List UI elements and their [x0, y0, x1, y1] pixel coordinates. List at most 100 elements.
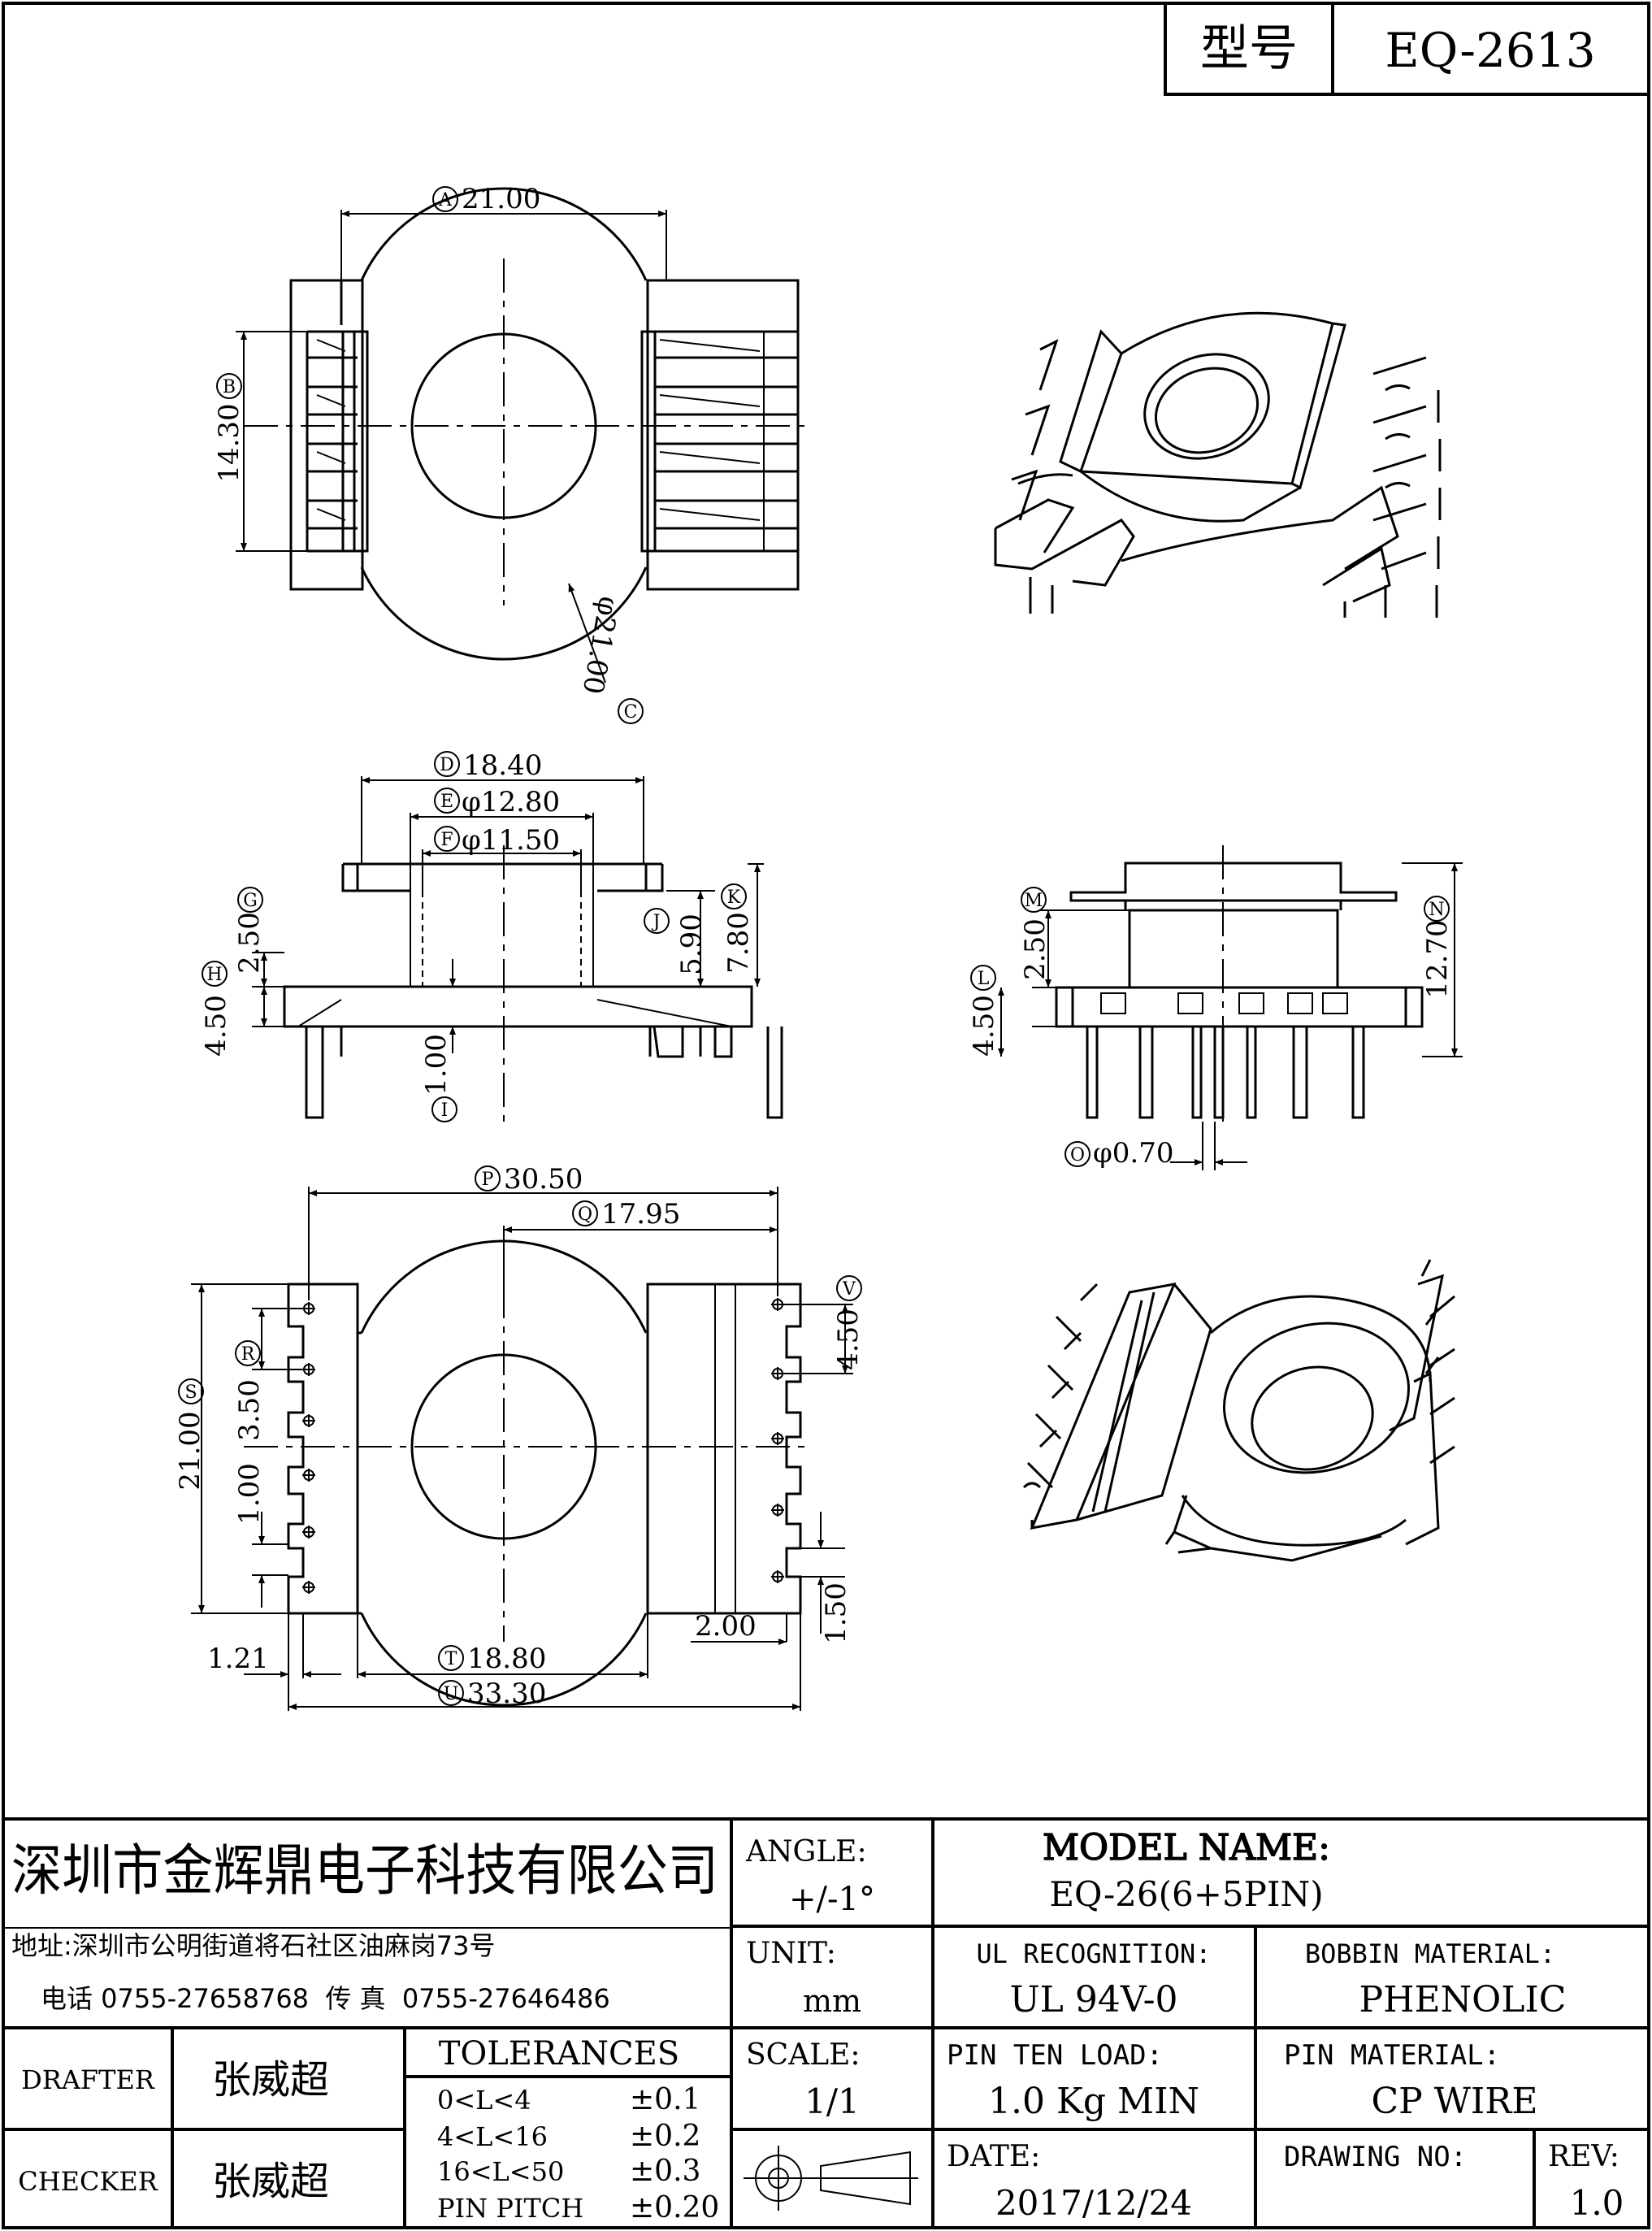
svg-text:N: N	[1429, 900, 1444, 920]
tolerances-title: TOLERANCES	[439, 2035, 679, 2073]
svg-text:30.50: 30.50	[504, 1163, 583, 1196]
svg-text:L: L	[978, 969, 990, 989]
dim-K: K 7.80	[721, 883, 755, 974]
dim-V: V 4.50	[832, 1275, 865, 1370]
model-number: EQ-2613	[1385, 23, 1595, 78]
dim-extra-2-00: 2.00	[695, 1610, 757, 1643]
unit-label: UNIT:	[746, 1937, 836, 1970]
rev-value: 1.0	[1570, 2183, 1624, 2223]
tolerance-range: 16<L<50	[437, 2156, 564, 2187]
svg-text:3.50: 3.50	[233, 1379, 266, 1441]
company-phone: 电话 0755-27658768 传 真 0755-27646486	[41, 1983, 610, 2014]
bottom-view	[244, 1239, 813, 1707]
svg-text:12.70: 12.70	[1421, 919, 1454, 998]
svg-text:2.00: 2.00	[695, 1610, 757, 1643]
svg-text:1.50: 1.50	[820, 1582, 852, 1644]
svg-text:Q: Q	[578, 1204, 592, 1225]
dim-P: P 30.50	[475, 1163, 583, 1196]
dim-C: φ21.00 C	[576, 594, 644, 724]
pin-load-label: PIN TEN LOAD:	[947, 2039, 1163, 2072]
dim-F: F φ11.50	[434, 824, 560, 857]
svg-text:21.00: 21.00	[462, 183, 540, 215]
svg-text:18.80: 18.80	[467, 1643, 546, 1675]
tolerance-range: PIN PITCH	[437, 2193, 583, 2224]
svg-text:R: R	[241, 1344, 256, 1365]
title-block-lines	[3, 1817, 1649, 2228]
dim-I: 1.00 I	[420, 1034, 457, 1122]
svg-text:4.50: 4.50	[968, 995, 1000, 1057]
angle-value: +/-1°	[789, 1881, 875, 1918]
ul-value: UL 94V-0	[1010, 1979, 1178, 2020]
dim-extra-1-00: 1.00	[233, 1463, 266, 1525]
tolerance-rows: 0<L<4 ±0.1 4<L<16 ±0.2 16<L<50 ±0.3 PIN …	[437, 2083, 719, 2224]
dim-extra-1-50: 1.50	[820, 1582, 852, 1644]
svg-text:H: H	[206, 965, 222, 985]
svg-text:18.40: 18.40	[463, 749, 542, 782]
dim-H: H 4.50	[200, 961, 232, 1057]
dim-N: N 12.70	[1421, 896, 1454, 999]
svg-text:2.50: 2.50	[1019, 918, 1051, 980]
tolerance-range: 4<L<16	[437, 2121, 548, 2152]
svg-text:D: D	[440, 755, 454, 775]
dim-S: S 21.00	[174, 1378, 206, 1491]
svg-text:F: F	[440, 830, 453, 850]
svg-text:C: C	[624, 702, 638, 723]
svg-text:φ21.00: φ21.00	[576, 594, 625, 697]
svg-text:φ12.80: φ12.80	[462, 786, 560, 818]
unit-value: mm	[803, 1983, 861, 2019]
tolerance-value: ±0.20	[630, 2191, 719, 2224]
svg-text:V: V	[842, 1279, 856, 1300]
bobbin-label: BOBBIN MATERIAL:	[1305, 1938, 1555, 1969]
bottom-view-dimensions	[191, 1187, 853, 1711]
side-view	[1055, 845, 1424, 1130]
svg-text:φ11.50: φ11.50	[462, 824, 560, 857]
model-header: 型号 EQ-2613	[1164, 3, 1649, 96]
dim-T: T 18.80	[438, 1643, 546, 1675]
ul-label: UL RECOGNITION:	[977, 1938, 1212, 1969]
svg-text:S: S	[184, 1382, 197, 1403]
svg-text:5.90: 5.90	[675, 914, 708, 975]
svg-text:1.21: 1.21	[207, 1643, 269, 1675]
svg-text:G: G	[243, 891, 258, 911]
date-label: DATE:	[947, 2140, 1040, 2173]
drafter-value: 张威超	[212, 2057, 329, 2103]
drawing-no-label: DRAWING NO:	[1284, 2141, 1467, 2173]
dim-B: B 14.30	[213, 373, 245, 483]
dim-J: J 5.90	[644, 908, 708, 975]
dim-O: O φ0.70	[1064, 1137, 1174, 1170]
dim-Q: Q 17.95	[572, 1198, 680, 1231]
iso-view-top	[994, 311, 1442, 618]
svg-text:A: A	[438, 190, 453, 211]
dim-extra-1-21: 1.21	[207, 1643, 269, 1675]
model-name-label: MODEL NAME:	[1043, 1827, 1330, 1869]
drafter-label: DRAFTER	[21, 2064, 155, 2095]
projection-symbol-icon	[744, 2146, 918, 2211]
dim-G: G 2.50	[233, 887, 266, 974]
svg-text:17.95: 17.95	[601, 1198, 680, 1231]
model-name-value: EQ-26(6+5PIN)	[1049, 1874, 1323, 1914]
svg-text:33.30: 33.30	[467, 1678, 546, 1710]
checker-value: 张威超	[212, 2159, 329, 2204]
svg-text:T: T	[445, 1649, 457, 1669]
dim-D: D 18.40	[434, 749, 542, 782]
dim-A: A 21.00	[432, 183, 540, 215]
dim-M: M 2.50	[1019, 887, 1051, 980]
tolerance-value: ±0.2	[630, 2120, 700, 2153]
dim-R: R 3.50	[233, 1340, 266, 1441]
scale-label: SCALE:	[746, 2038, 861, 2072]
svg-text:J: J	[652, 912, 661, 932]
pin-load-value: 1.0 Kg MIN	[988, 2081, 1199, 2122]
svg-text:2.50: 2.50	[233, 912, 266, 974]
front-view-dimensions	[252, 776, 764, 1053]
dim-E: E φ12.80	[434, 786, 560, 818]
svg-text:O: O	[1070, 1145, 1085, 1165]
tolerance-value: ±0.1	[630, 2083, 700, 2116]
svg-text:21.00: 21.00	[174, 1411, 206, 1490]
side-view-dimensions	[998, 862, 1463, 1170]
rev-label: REV:	[1548, 2140, 1619, 2173]
svg-text:I: I	[441, 1100, 449, 1121]
svg-text:4.50: 4.50	[200, 995, 232, 1057]
angle-label: ANGLE:	[745, 1835, 867, 1869]
